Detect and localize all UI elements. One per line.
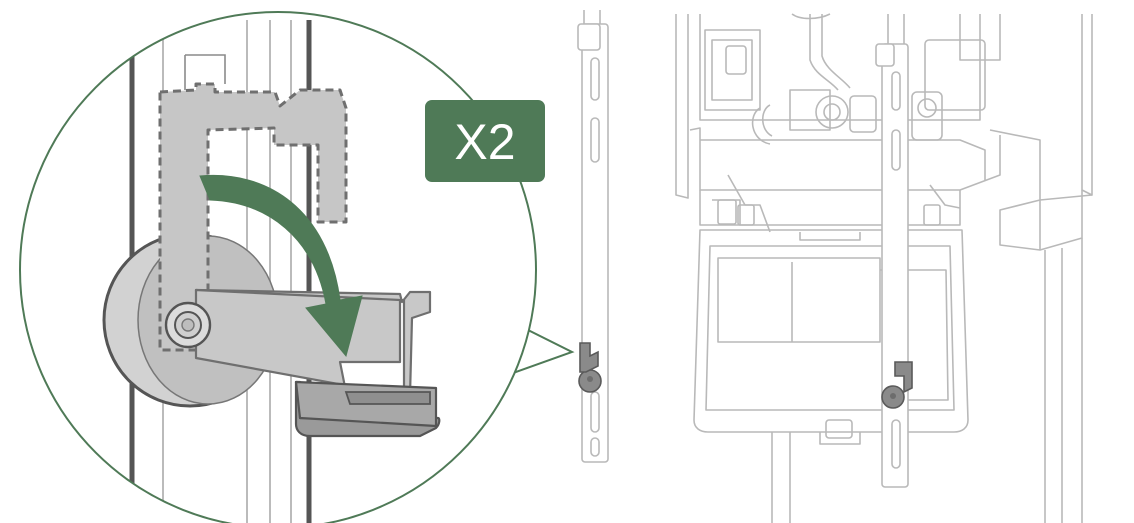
- right-mounting-rail: [875, 14, 909, 488]
- left-mounting-rail: [577, 10, 609, 463]
- rotation-arrow-icon: [199, 174, 363, 358]
- quantity-badge-label: X2: [454, 114, 515, 170]
- quantity-badge: X2: [425, 100, 545, 182]
- rail-clip-left: [578, 342, 602, 393]
- callout-circle: [19, 11, 537, 523]
- clip-original-position: [158, 82, 348, 352]
- appliance-unit: [675, 13, 1093, 523]
- rail-clip-right: [881, 361, 913, 409]
- callout-detail: [20, 12, 536, 523]
